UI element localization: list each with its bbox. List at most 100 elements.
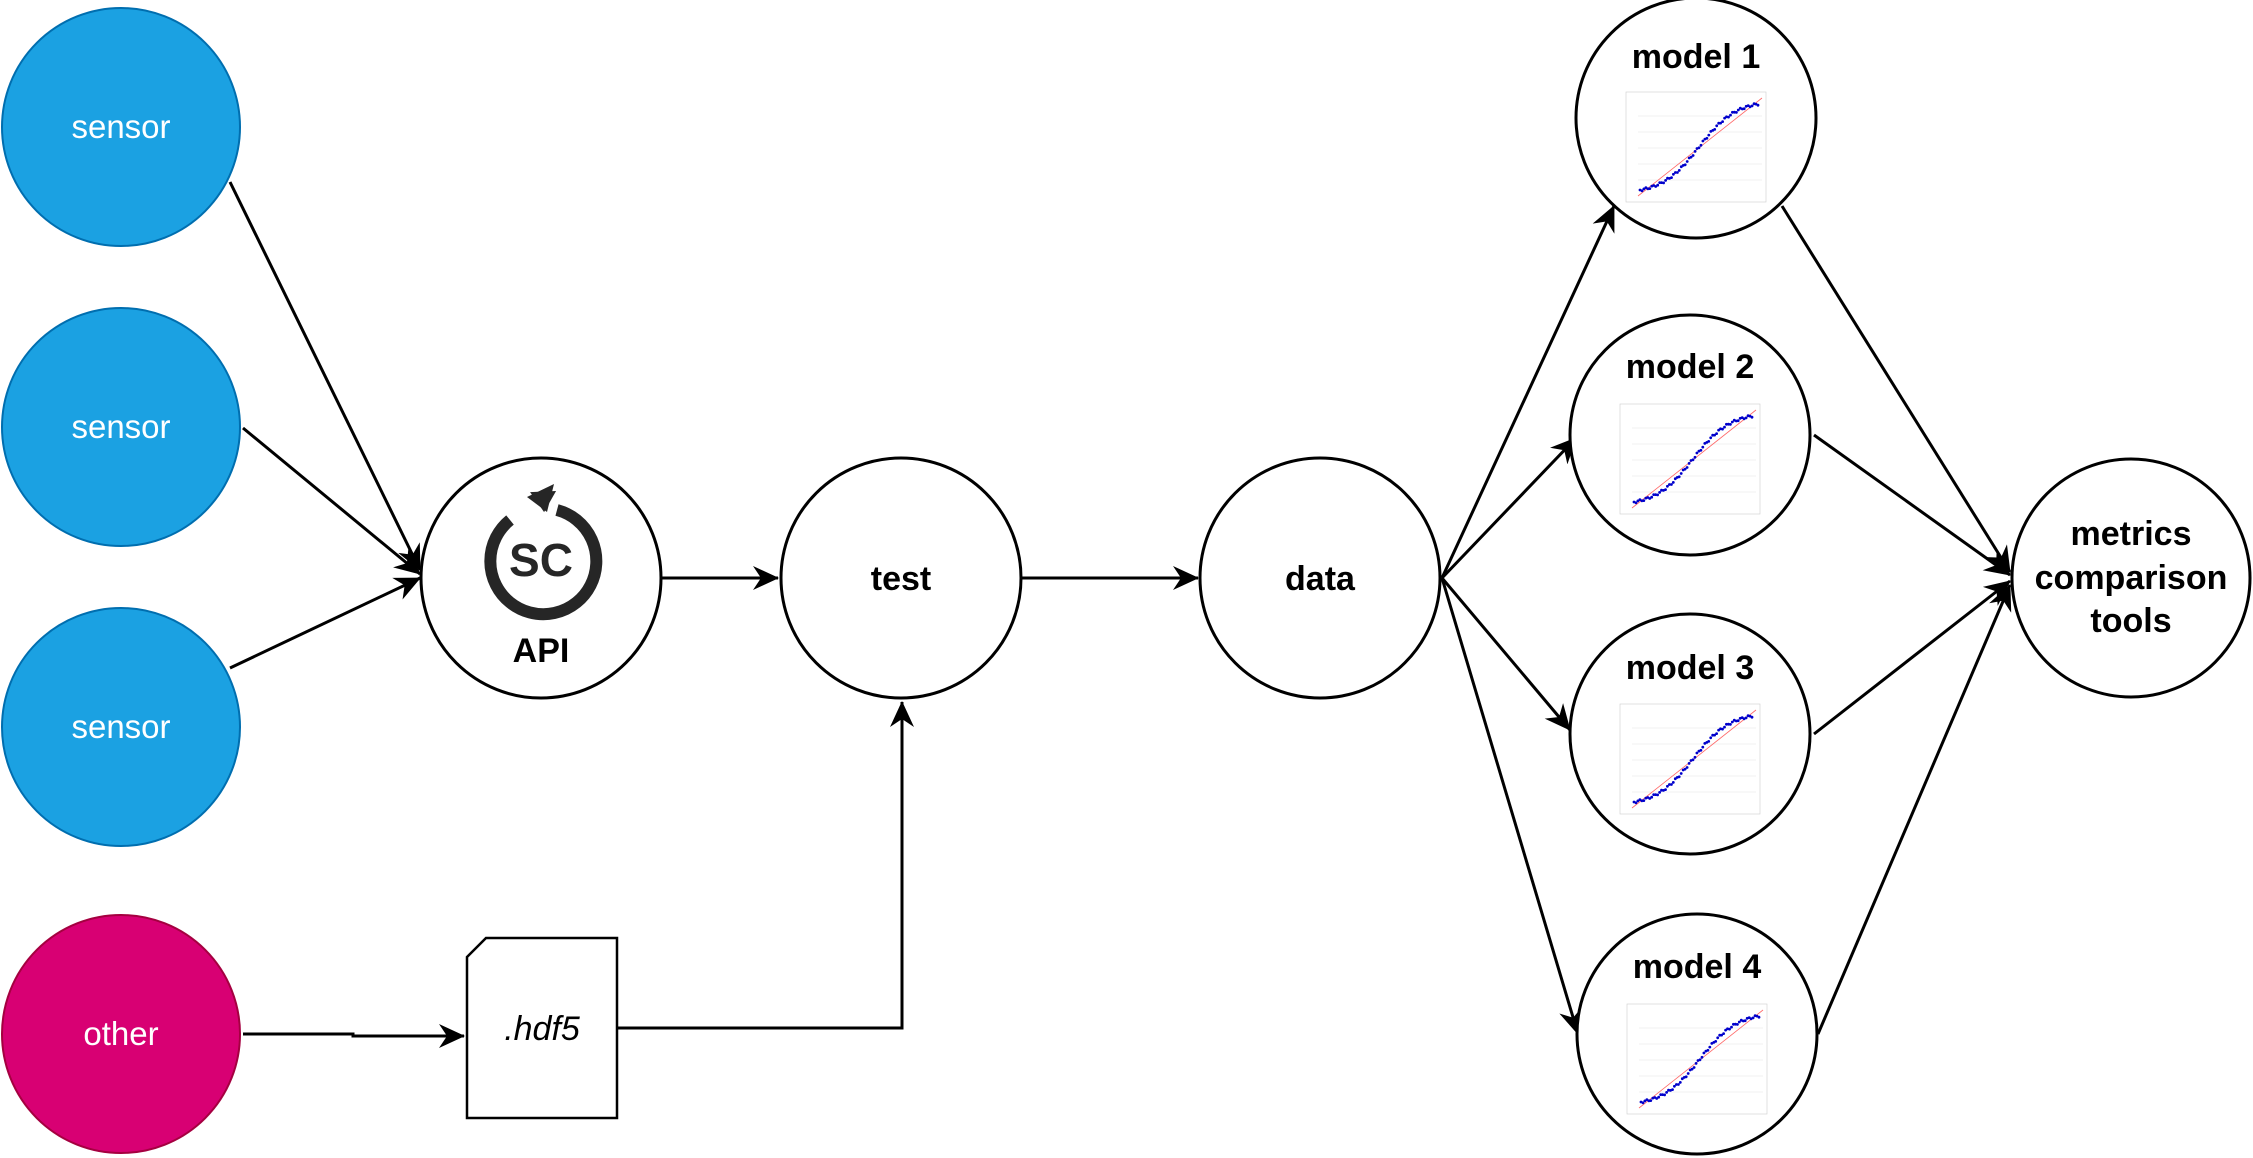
thumbnail-point — [1715, 732, 1718, 735]
sync-sc-icon-text: SC — [509, 534, 573, 586]
thumbnail-point — [1673, 477, 1677, 481]
edge-model3-metrics — [1813, 579, 2011, 736]
sensor-node-3-label: sensor — [71, 708, 170, 745]
thumbnail-point — [1736, 419, 1740, 423]
sensor-node-2[interactable]: sensor — [1, 307, 241, 547]
thumbnail-point — [1732, 1022, 1735, 1026]
thumbnail-point — [1677, 475, 1681, 479]
thumbnail-point — [1713, 128, 1717, 131]
metrics-node-label-line-3: tools — [2090, 602, 2171, 640]
thumbnail-point — [1670, 783, 1673, 786]
api-node-shape — [419, 456, 663, 700]
thumbnail-point — [1721, 727, 1724, 731]
thumbnail-point — [1642, 187, 1646, 191]
thumbnail-point — [1679, 772, 1683, 775]
thumbnail-point — [1701, 139, 1705, 143]
thumbnail-point — [1714, 1040, 1718, 1043]
thumbnail-point — [1691, 458, 1695, 462]
sensor-node-1-label: sensor — [71, 108, 170, 145]
sync-sc-icon: SC — [484, 484, 603, 621]
thumbnail-point — [1649, 1099, 1653, 1102]
thumbnail-point — [1707, 133, 1711, 137]
probability-plot-icon — [1626, 1003, 1768, 1115]
thumbnail-point — [1648, 797, 1652, 800]
thumbnail-point — [1694, 1062, 1698, 1065]
data-node-label: data — [1285, 560, 1356, 598]
edge-data-model1 — [1440, 205, 1616, 579]
thumbnail-point — [1697, 146, 1701, 150]
metrics-node-label-line-2: comparison — [2035, 559, 2228, 597]
thumbnail-point — [1642, 499, 1646, 502]
thumbnail-point — [1756, 103, 1760, 107]
model-node-2[interactable]: model 2 — [1568, 313, 1812, 557]
thumbnail-point — [1736, 1023, 1739, 1026]
model-node-3[interactable]: model 3 — [1568, 612, 1812, 856]
thumbnail-point — [1677, 169, 1681, 172]
thumbnail-point — [1666, 484, 1669, 488]
model-node-2-label: model 2 — [1626, 348, 1754, 386]
other-node[interactable]: other — [1, 914, 241, 1154]
test-node[interactable]: test — [779, 456, 1023, 700]
thumbnail-point — [1687, 462, 1691, 465]
thumbnail-point — [1708, 1045, 1712, 1049]
thumbnail-point — [1677, 1083, 1680, 1086]
thumbnail-point — [1723, 425, 1726, 429]
edge-data-model4 — [1440, 577, 1583, 1035]
model-node-4[interactable]: model 4 — [1575, 912, 1819, 1156]
thumbnail-point — [1683, 767, 1687, 771]
thumbnail-point — [1685, 160, 1689, 163]
thumbnail-point — [1693, 150, 1697, 153]
thumbnail-point — [1636, 499, 1640, 503]
thumbnail-point — [1648, 187, 1652, 190]
thumbnail-point — [1687, 762, 1691, 765]
file-icon — [465, 936, 619, 1120]
thumbnail-point — [1678, 1081, 1682, 1084]
sensor-node-1[interactable]: sensor — [1, 7, 241, 247]
thumbnail-point — [1670, 483, 1673, 486]
thumbnail-point — [1693, 455, 1697, 459]
thumbnail-point — [1695, 751, 1699, 755]
hdf5-node[interactable]: .hdf5 — [465, 936, 619, 1120]
thumbnail-point — [1684, 1075, 1688, 1079]
thumbnail-point — [1730, 1025, 1733, 1029]
hdf5-node-label: .hdf5 — [504, 1010, 580, 1048]
edge-model2-metrics — [1813, 433, 2011, 577]
thumbnail-point — [1675, 1083, 1678, 1086]
thumbnail-point — [1737, 1020, 1741, 1024]
api-node[interactable]: SC API — [419, 456, 663, 700]
thumbnail-point — [1674, 171, 1677, 174]
thumbnail-point — [1750, 415, 1754, 419]
thumbnail-point — [1715, 124, 1719, 128]
data-node[interactable]: data — [1198, 456, 1442, 700]
thumbnail-point — [1691, 154, 1695, 157]
model-node-3-label: model 3 — [1626, 649, 1754, 687]
thumbnail-point — [1655, 1097, 1659, 1100]
metrics-node[interactable]: metrics comparison tools — [2010, 457, 2252, 699]
sensor-node-3[interactable]: sensor — [1, 607, 241, 847]
thumbnail-point — [1693, 755, 1697, 759]
thumbnail-point — [1640, 189, 1644, 193]
probability-plot-icon — [1619, 403, 1761, 515]
model-node-1-label: model 1 — [1632, 38, 1760, 76]
thumbnail-point — [1707, 740, 1711, 743]
thumbnail-point — [1695, 451, 1699, 455]
edges — [228, 181, 2012, 1048]
thumbnail-point — [1673, 1084, 1676, 1088]
thumbnail-point — [1699, 143, 1703, 147]
edge-other-hdf5 — [243, 1024, 465, 1048]
thumbnail-point — [1689, 155, 1693, 159]
edge-data-model2 — [1440, 436, 1578, 580]
thumbnail-point — [1668, 483, 1671, 486]
metrics-node-shape — [2010, 457, 2252, 699]
thumbnail-point — [1728, 1027, 1731, 1031]
model-node-1[interactable]: model 1 — [1574, 0, 1818, 240]
sensor-node-3-shape — [1, 607, 241, 847]
thumbnail-point — [1709, 736, 1713, 740]
edge-sensor2-api — [242, 426, 421, 576]
thumbnail-point — [1671, 1088, 1674, 1091]
thumbnail-point — [1643, 1099, 1647, 1103]
data-node-shape — [1198, 456, 1442, 700]
thumbnail-point — [1736, 108, 1740, 112]
thumbnail-point — [1750, 715, 1754, 719]
thumbnail-point — [1671, 481, 1675, 484]
